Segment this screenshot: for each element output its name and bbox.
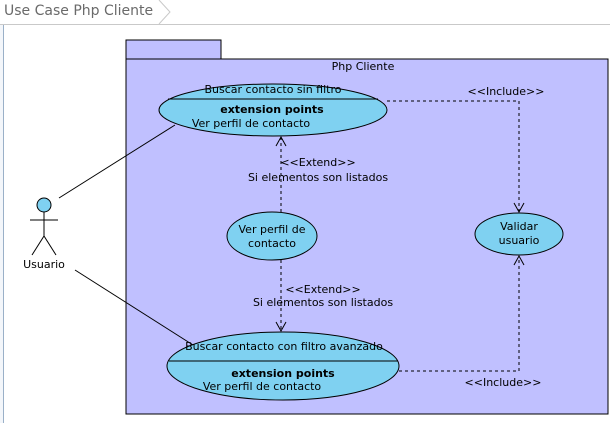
usecase-ellipse	[226, 211, 318, 261]
left-panel-edge	[0, 25, 4, 423]
actor-label: Usuario	[23, 258, 65, 271]
include-stereotype: <<Include>>	[468, 85, 545, 98]
usecase-ellipse	[158, 83, 388, 137]
extension-points-header: extension points	[231, 367, 335, 380]
usecase-label-line2: usuario	[499, 234, 540, 247]
include-arrow-top[interactable]	[387, 100, 525, 214]
extension-point: Ver perfil de contacto	[192, 117, 311, 130]
actor-right-leg	[43, 235, 57, 256]
extension-point: Ver perfil de contacto	[203, 380, 322, 393]
diagram-canvas: Php Cliente Usuario Buscar contacto sin …	[23, 39, 609, 415]
actor-head	[36, 197, 52, 213]
package-name: Php Cliente	[332, 60, 395, 73]
usecase-label-line2: contacto	[248, 237, 296, 250]
association-usuario-buscar-sin-filtro[interactable]	[58, 124, 176, 199]
usecase-buscar-contacto-sin-filtro[interactable]	[158, 83, 388, 137]
tab-bar: Use Case Php Cliente	[0, 0, 610, 25]
extension-points-header: extension points	[220, 103, 324, 116]
extend-stereotype: <<Extend>>	[280, 156, 355, 169]
association-usuario-buscar-avanzado[interactable]	[74, 269, 194, 346]
extend-condition: Si elementos son listados	[248, 171, 388, 184]
extend-stereotype: <<Extend>>	[285, 283, 360, 296]
usecase-buscar-contacto-con-filtro-avanzado[interactable]	[166, 331, 400, 401]
usecase-ver-perfil-de-contacto[interactable]	[226, 211, 318, 261]
include-arrow-bottom[interactable]	[399, 254, 525, 372]
include-stereotype: <<Include>>	[465, 376, 542, 389]
tab-chevron-icon	[158, 0, 171, 24]
package-tab	[125, 39, 222, 60]
usecase-title: Buscar contacto con filtro avanzado	[185, 340, 383, 353]
actor-left-leg	[31, 235, 45, 256]
actor-usuario[interactable]	[30, 197, 58, 256]
extend-condition: Si elementos son listados	[253, 296, 393, 309]
tab-use-case-php-cliente[interactable]: Use Case Php Cliente	[4, 3, 154, 19]
usecase-label-line1: Ver perfil de	[239, 223, 306, 236]
usecase-title: Buscar contacto sin filtro	[204, 83, 341, 96]
usecase-label-line1: Validar	[500, 220, 538, 233]
